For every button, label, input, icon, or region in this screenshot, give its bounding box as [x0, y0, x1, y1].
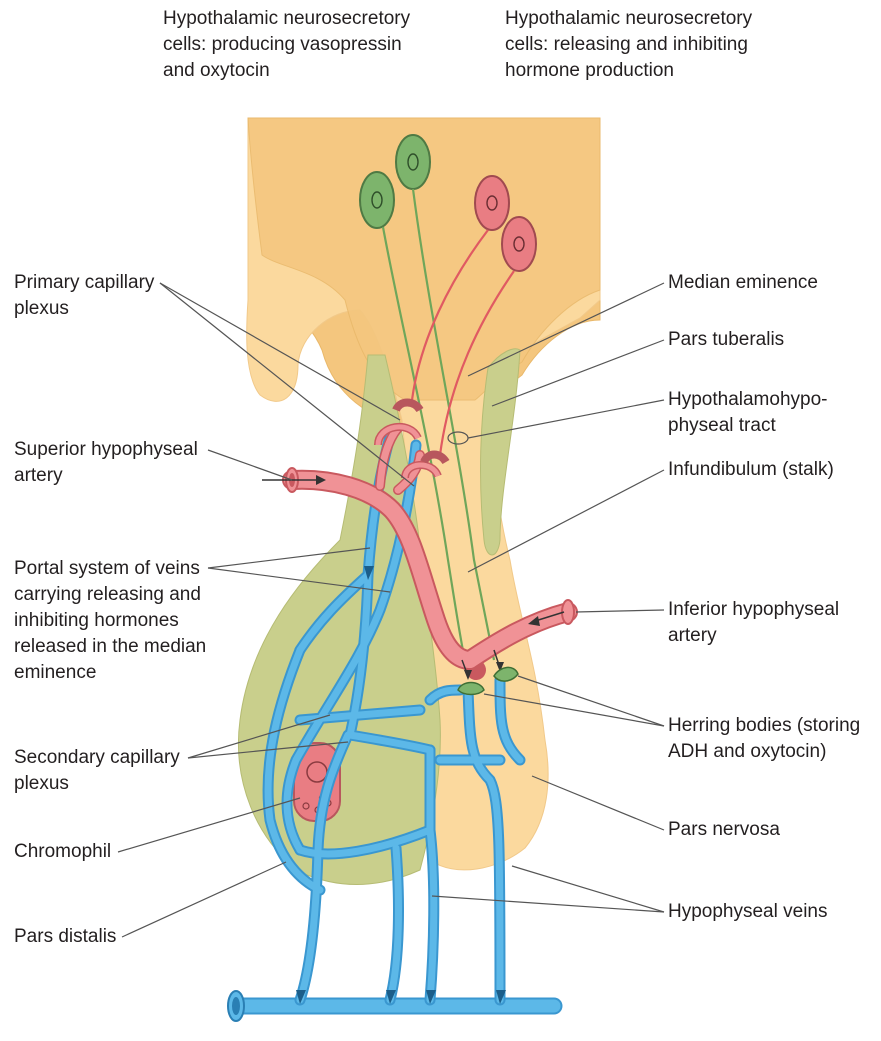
label-inferior-hypophyseal-artery: Inferior hypophyseal artery	[668, 597, 839, 649]
label-hypothalamohypophyseal-tract: Hypothalamohypo- physeal tract	[668, 387, 827, 439]
releasing-hormone-cell-1	[475, 176, 509, 230]
label-vasopressin-cells: Hypothalamic neurosecretory cells: produ…	[163, 6, 410, 84]
label-portal-system-veins: Portal system of veins carrying releasin…	[14, 556, 206, 686]
label-superior-hypophyseal-artery: Superior hypophyseal artery	[14, 437, 198, 489]
label-median-eminence: Median eminence	[668, 270, 818, 296]
label-herring-bodies: Herring bodies (storing ADH and oxytocin…	[668, 713, 860, 765]
label-secondary-capillary-plexus: Secondary capillary plexus	[14, 745, 180, 797]
oxytocin-cell-1	[360, 172, 394, 228]
label-primary-capillary-plexus: Primary capillary plexus	[14, 270, 154, 322]
pars-tuberalis	[481, 349, 520, 555]
label-pars-tuberalis: Pars tuberalis	[668, 327, 784, 353]
label-infundibulum: Infundibulum (stalk)	[668, 457, 834, 483]
label-pars-distalis: Pars distalis	[14, 924, 116, 950]
label-chromophil: Chromophil	[14, 839, 111, 865]
label-releasing-cells: Hypothalamic neurosecretory cells: relea…	[505, 6, 752, 84]
label-pars-nervosa: Pars nervosa	[668, 817, 780, 843]
releasing-hormone-cell-2	[502, 217, 536, 271]
label-hypophyseal-veins: Hypophyseal veins	[668, 899, 827, 925]
oxytocin-cell-2	[396, 135, 430, 189]
